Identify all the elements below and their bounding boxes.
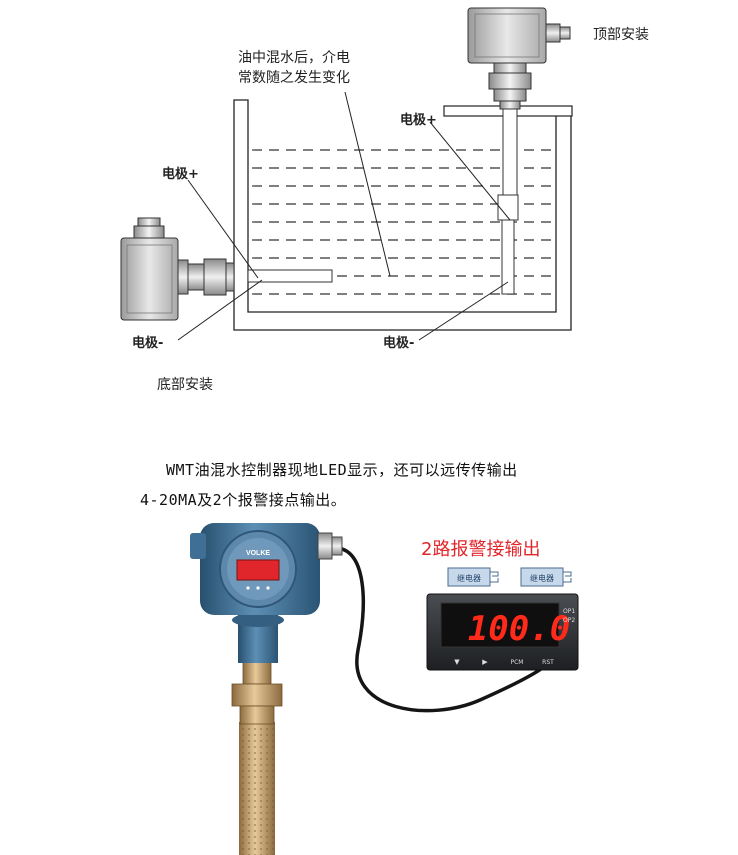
tank bbox=[233, 99, 573, 331]
panel-button-down: ▼ bbox=[454, 658, 460, 666]
relay-label: 继电器 bbox=[457, 573, 481, 583]
label-electrode-minus-bottom: 电极- bbox=[383, 335, 414, 351]
alarm-output-title: 2路报警接输出 bbox=[421, 539, 540, 560]
panel-button-rst: RST bbox=[542, 659, 554, 666]
label-top-install: 顶部安装 bbox=[593, 27, 649, 43]
transmitter-brand: VOLKE bbox=[246, 550, 270, 557]
signal-cable bbox=[337, 546, 545, 713]
panel-button-right: ▶ bbox=[482, 658, 488, 666]
panel-display-value: 100.0 bbox=[468, 609, 570, 649]
top-mounted-sensor bbox=[467, 7, 571, 295]
leader-lines bbox=[177, 91, 511, 341]
label-water-note-line1: 油中混水后，介电 bbox=[238, 50, 350, 66]
relay-icon: 继电器 bbox=[520, 567, 572, 587]
op2-label: OP2 bbox=[563, 617, 575, 624]
panel-button-pcm: PCM bbox=[511, 659, 524, 666]
label-water-note-line2: 常数随之发生变化 bbox=[238, 70, 350, 86]
transmitter: VOLKE bbox=[190, 523, 343, 855]
label-bottom-install: 底部安装 bbox=[157, 377, 213, 393]
transmitter-led-window bbox=[236, 559, 280, 581]
description-line2: 4-20MA及2个报警接点输出。 bbox=[140, 491, 347, 509]
op1-label: OP1 bbox=[563, 608, 575, 615]
label-electrode-plus-left: 电极+ bbox=[162, 166, 199, 182]
side-mounted-sensor bbox=[120, 217, 333, 321]
label-electrode-plus-top: 电极+ bbox=[400, 112, 437, 128]
description-line1: WMT油混水控制器现地LED显示，还可以远传传输出 bbox=[166, 461, 518, 479]
relay-label: 继电器 bbox=[530, 573, 554, 583]
relay-icon: 继电器 bbox=[447, 567, 499, 587]
label-electrode-minus-left: 电极- bbox=[132, 335, 163, 351]
panel-meter: 100.0 OP1 OP2 ▼ ▶ PCM RST bbox=[426, 593, 579, 671]
